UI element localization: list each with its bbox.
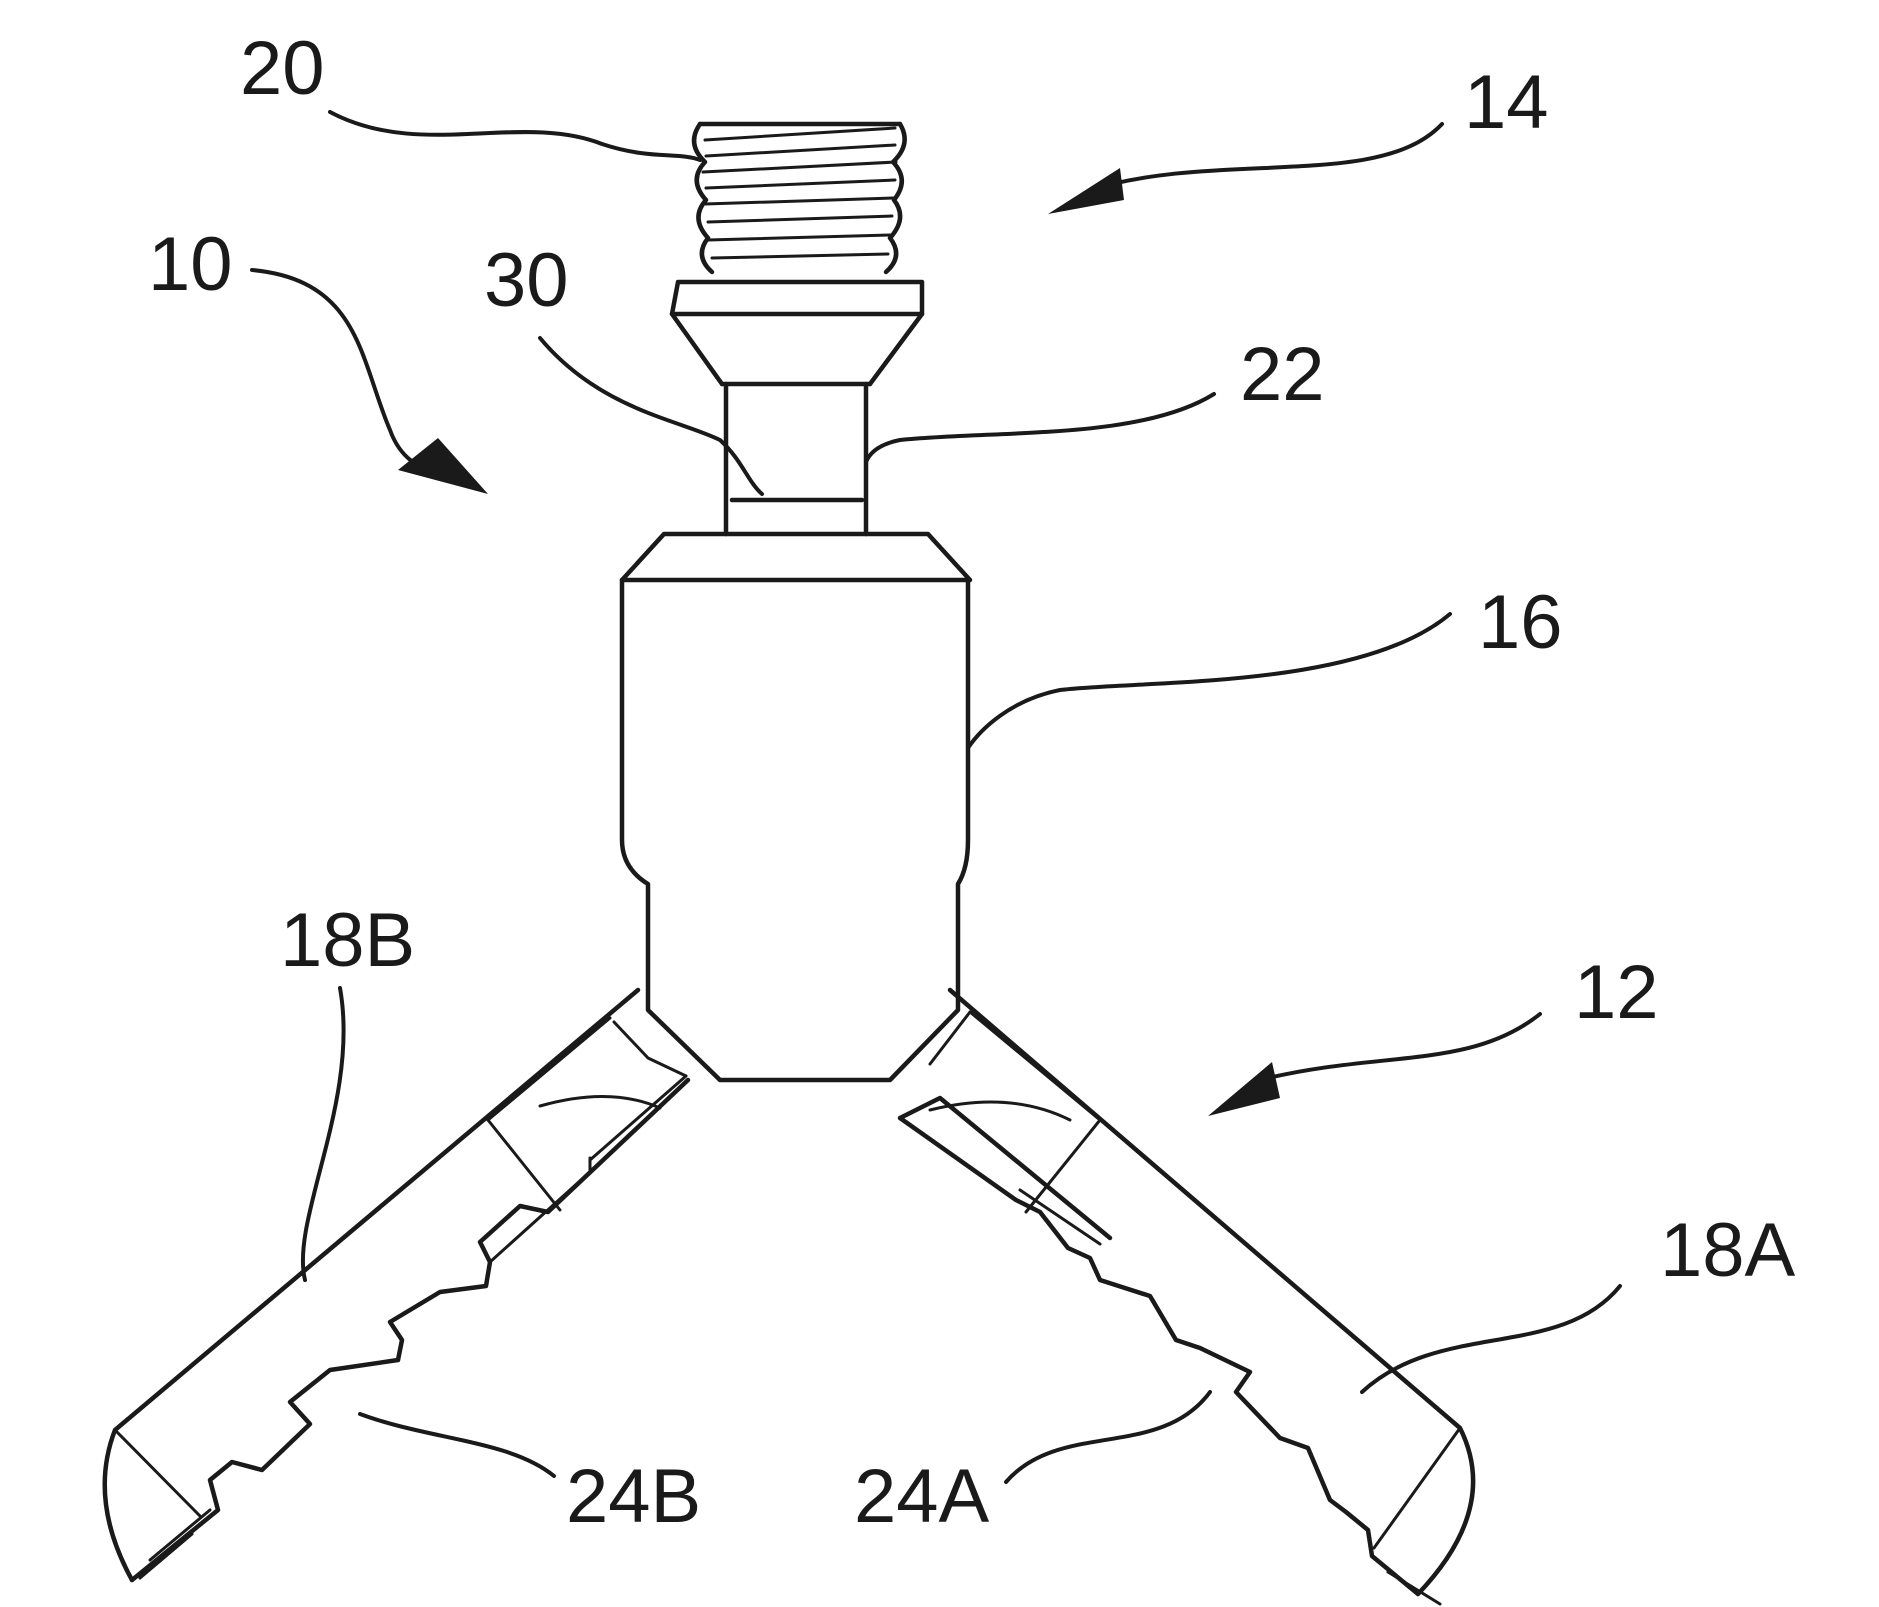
threaded-tip [694, 124, 905, 272]
arrowhead-14 [1048, 168, 1124, 214]
label-30: 30 [484, 238, 569, 323]
leader-14 [1090, 124, 1442, 190]
leader-24b [360, 1414, 554, 1476]
label-16: 16 [1478, 580, 1563, 665]
label-12: 12 [1574, 950, 1659, 1035]
leader-16 [968, 614, 1450, 748]
label-24b: 24B [566, 1454, 701, 1539]
label-20: 20 [240, 26, 325, 111]
leader-12 [1260, 1014, 1540, 1080]
leader-lines [252, 112, 1620, 1482]
leader-24a [1006, 1392, 1210, 1482]
label-18a: 18A [1660, 1208, 1796, 1293]
label-10: 10 [148, 222, 233, 307]
label-24a: 24A [854, 1454, 990, 1539]
arrowhead-12 [1208, 1062, 1280, 1116]
leader-22 [866, 394, 1214, 462]
leader-10 [252, 270, 440, 472]
main-body [622, 534, 970, 1080]
leader-30 [540, 338, 762, 494]
collar [672, 282, 922, 384]
neck [722, 384, 870, 534]
leader-18b [303, 988, 344, 1280]
label-18b: 18B [280, 898, 415, 983]
label-22: 22 [1240, 332, 1325, 417]
leader-20 [330, 112, 700, 160]
label-14: 14 [1464, 60, 1549, 145]
arrowhead-10 [398, 438, 488, 494]
